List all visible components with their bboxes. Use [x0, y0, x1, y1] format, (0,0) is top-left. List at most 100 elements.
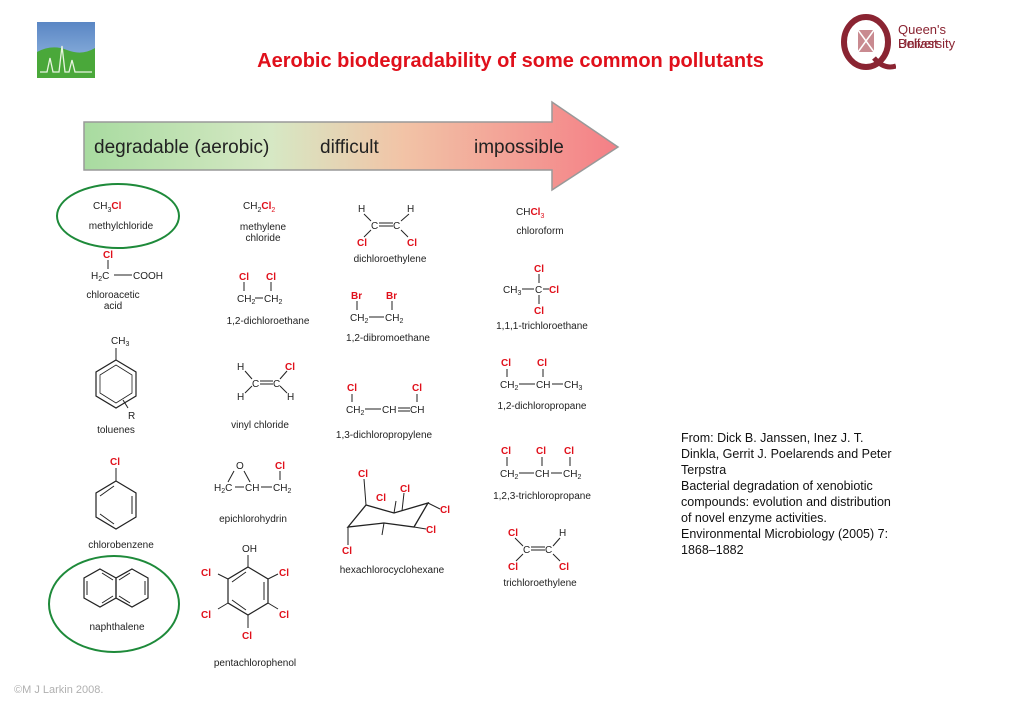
lab-logo-icon	[37, 22, 95, 78]
name-chloroform: chloroform	[516, 226, 564, 237]
svg-text:CH2: CH2	[346, 405, 364, 417]
svg-text:Cl: Cl	[279, 568, 289, 579]
name-trichloroethylene: trichloroethylene	[503, 578, 577, 589]
svg-text:CH3: CH3	[503, 285, 521, 297]
svg-text:CH2: CH2	[264, 294, 282, 306]
svg-text:C: C	[523, 545, 530, 556]
svg-text:Cl: Cl	[501, 358, 511, 369]
structure-dibromoethane: Br Br CH2 CH2	[350, 291, 403, 325]
name-pentachlorophenol: pentachlorophenol	[213, 658, 297, 669]
qub-logo: Queen's University Belfast	[840, 12, 1000, 82]
svg-text:CH2: CH2	[385, 313, 403, 325]
svg-text:H: H	[237, 362, 244, 373]
svg-text:Cl: Cl	[564, 446, 574, 457]
structure-trichloropropane: Cl Cl Cl CH2 CH CH2	[500, 446, 581, 481]
structure-dichloroethylene: H H C C Cl Cl	[357, 204, 417, 249]
highlight-circle-naphthalene	[48, 555, 180, 653]
svg-text:CH3: CH3	[111, 336, 129, 348]
degradability-arrow	[83, 100, 620, 192]
reference-line: From: Dick B. Janssen, Inez J. T.	[681, 431, 864, 445]
svg-text:CH2: CH2	[500, 380, 518, 392]
arrow-label-difficult: difficult	[320, 137, 379, 158]
structure-naphthalene	[83, 568, 149, 608]
svg-text:CH: CH	[245, 483, 259, 494]
highlight-circle-methylchloride	[56, 183, 180, 249]
svg-text:Cl: Cl	[357, 238, 367, 249]
svg-text:COOH: COOH	[133, 271, 163, 282]
structure-dichloropropane: Cl Cl CH2 CH CH3	[500, 358, 582, 392]
name-vinyl-chloride: vinyl chloride	[231, 420, 289, 431]
qub-crest-icon	[841, 14, 896, 70]
svg-text:Cl: Cl	[534, 264, 544, 275]
structure-dichloropropylene: Cl Cl CH2 CH CH	[346, 383, 424, 417]
svg-text:Cl: Cl	[508, 562, 518, 573]
name-dibromoethane: 1,2-dibromoethane	[346, 333, 430, 344]
name-dichloropropane: 1,2-dichloropropane	[497, 401, 587, 412]
svg-text:CH3: CH3	[564, 380, 582, 392]
name-hexachlorocyclohexane: hexachlorocyclohexane	[339, 565, 445, 576]
svg-text:CH: CH	[536, 380, 550, 391]
reference-line: Terpstra	[681, 463, 727, 477]
svg-text:Cl: Cl	[103, 250, 113, 261]
svg-text:Cl: Cl	[549, 285, 559, 296]
svg-text:CH2: CH2	[350, 313, 368, 325]
structure-epichlorohydrin: O Cl H2C CH CH2	[214, 461, 291, 495]
name-epichlorohydrin: epichlorohydrin	[219, 514, 287, 525]
svg-text:Br: Br	[351, 291, 362, 302]
svg-text:Cl: Cl	[201, 568, 211, 579]
svg-text:H: H	[287, 392, 294, 403]
name-trichloroethane: 1,1,1-trichloroethane	[496, 321, 588, 332]
svg-text:C: C	[371, 221, 378, 232]
structure-vinyl-chloride: H H H Cl C C	[237, 362, 295, 403]
svg-text:C: C	[273, 379, 280, 390]
svg-text:Cl: Cl	[376, 493, 386, 504]
page-title: Aerobic biodegradability of some common …	[257, 50, 764, 72]
svg-text:C: C	[535, 285, 542, 296]
citation-reference: From: Dick B. Janssen, Inez J. T. Dinkla…	[681, 430, 936, 558]
name-trichloropropane: 1,2,3-trichloropropane	[493, 491, 591, 502]
svg-text:Cl: Cl	[559, 562, 569, 573]
reference-line: Bacterial degradation of xenobiotic	[681, 479, 873, 493]
svg-text:CH2: CH2	[563, 469, 581, 481]
svg-text:Cl: Cl	[508, 528, 518, 539]
svg-text:Cl: Cl	[358, 469, 368, 480]
name-naphthalene: naphthalene	[89, 622, 145, 633]
svg-text:Cl: Cl	[342, 546, 352, 557]
svg-text:C: C	[545, 545, 552, 556]
name-chlorobenzene: chlorobenzene	[88, 540, 154, 551]
structure-trichloroethane: Cl CH3 C Cl Cl	[503, 264, 559, 317]
structure-hexachlorocyclohexane: Cl Cl Cl Cl Cl Cl	[342, 469, 450, 557]
svg-text:Cl: Cl	[537, 358, 547, 369]
name-toluenes: toluenes	[97, 425, 135, 436]
reference-line: compounds: evolution and distribution	[681, 495, 891, 509]
svg-text:H2C: H2C	[91, 271, 109, 283]
svg-text:CH2: CH2	[273, 483, 291, 495]
svg-text:C: C	[252, 379, 259, 390]
structure-chloroacetic-acid: Cl H2C COOH	[91, 250, 163, 283]
structure-trichloroethylene: Cl H C C Cl Cl	[508, 528, 569, 573]
svg-text:Cl: Cl	[412, 383, 422, 394]
svg-text:Cl: Cl	[407, 238, 417, 249]
svg-text:Cl: Cl	[285, 362, 295, 373]
svg-text:Br: Br	[386, 291, 397, 302]
svg-text:H: H	[237, 392, 244, 403]
svg-text:CH2: CH2	[237, 294, 255, 306]
svg-text:H: H	[407, 204, 414, 215]
svg-text:OH: OH	[242, 544, 257, 555]
svg-text:O: O	[236, 461, 244, 472]
svg-text:H: H	[559, 528, 566, 539]
svg-text:Cl: Cl	[279, 610, 289, 621]
svg-text:R: R	[128, 411, 135, 422]
svg-text:Cl: Cl	[347, 383, 357, 394]
svg-text:CH2: CH2	[500, 469, 518, 481]
structure-pentachlorophenol: OH Cl Cl Cl Cl Cl	[201, 544, 289, 642]
reference-line: 1868–1882	[681, 543, 744, 557]
svg-text:Cl: Cl	[536, 446, 546, 457]
name-dichloroethylene: dichloroethylene	[353, 254, 427, 265]
svg-text:Cl: Cl	[266, 272, 276, 283]
name-dichloropropylene: 1,3-dichloropropylene	[335, 430, 433, 441]
structure-chlorobenzene: Cl	[95, 457, 137, 530]
reference-line: Environmental Microbiology (2005) 7:	[681, 527, 889, 541]
svg-text:Cl: Cl	[110, 457, 120, 468]
